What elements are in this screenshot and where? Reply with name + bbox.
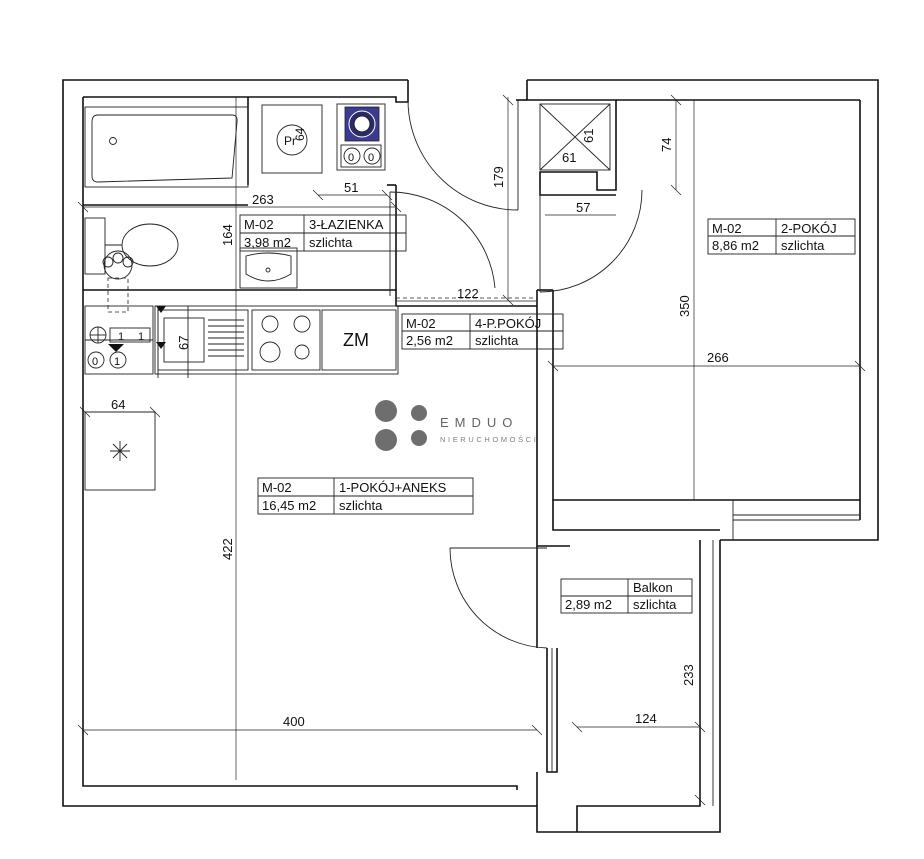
meter-bottom-1: 1 — [114, 356, 120, 368]
dim-room2-74: 74 — [659, 138, 674, 152]
dim-balcony-width: 124 — [635, 711, 657, 726]
logo-dot-icon — [375, 400, 397, 422]
meter-bottom-0: 0 — [92, 356, 98, 368]
room-area: 3,98 m2 — [244, 235, 291, 250]
dim-washer-width: 51 — [344, 180, 358, 195]
room-finish: szlichta — [475, 333, 519, 348]
toilet — [84, 217, 179, 313]
ventilation-shaft — [539, 103, 611, 171]
dim-living-depth: 422 — [220, 538, 235, 560]
room-name: 3-ŁAZIENKA — [309, 217, 384, 232]
room-name: 2-POKÓJ — [781, 221, 837, 236]
doors — [389, 99, 643, 649]
brand-watermark: EMDUO NIERUCHOMOŚCI — [375, 400, 538, 451]
meter-top-1: 1 — [138, 331, 144, 343]
room-area: 2,89 m2 — [565, 597, 612, 612]
dim-shaft: 61 — [562, 150, 576, 165]
valve-0: 0 — [348, 152, 354, 164]
room-code: M-02 — [712, 221, 742, 236]
washer-label: Pr — [284, 134, 296, 148]
dim-door-179: 179 — [491, 166, 506, 188]
room-label-balcony: Balkon 2,89 m2 szlichta — [560, 578, 693, 614]
room-label-living: M-02 1-POKÓJ+ANEKS 16,45 m2 szlichta — [257, 477, 474, 515]
logo-dot-icon — [375, 429, 397, 451]
room-label-room2: M-02 2-POKÓJ 8,86 m2 szlichta — [707, 218, 856, 255]
dim-fridge-depth: 67 — [176, 336, 191, 350]
room-finish: szlichta — [633, 597, 677, 612]
bathtub — [84, 106, 249, 188]
room-finish: szlichta — [309, 235, 353, 250]
room-label-bathroom: M-02 3-ŁAZIENKA 3,98 m2 szlichta — [239, 214, 407, 252]
dimension-labels: 263 51 164 179 61 61 57 74 350 266 122 6… — [111, 129, 729, 729]
dim-cabinet-width: 64 — [111, 397, 125, 412]
room-finish: szlichta — [781, 238, 825, 253]
dim-room2-depth: 350 — [677, 295, 692, 317]
boiler: 0 0 — [336, 103, 386, 171]
walls — [62, 79, 879, 833]
fridge-cabinet — [84, 411, 156, 491]
dim-room2-width: 266 — [707, 350, 729, 365]
room-area: 8,86 m2 — [712, 238, 759, 253]
logo-dot-icon — [411, 430, 427, 446]
room-area: 2,56 m2 — [406, 333, 453, 348]
meter-top-0: 1 — [118, 331, 124, 343]
dim-bath-width: 263 — [252, 192, 274, 207]
dim-shaft-offset: 57 — [576, 200, 590, 215]
stove-label: ZM — [343, 330, 369, 350]
dim-living-width: 400 — [283, 714, 305, 729]
brand-name: EMDUO — [440, 415, 518, 430]
room-label-hallway: M-02 4-P.POKÓJ 2,56 m2 szlichta — [401, 313, 564, 350]
room-code: M-02 — [406, 316, 436, 331]
room-area: 16,45 m2 — [262, 498, 316, 513]
dim-balcony-depth: 233 — [681, 664, 696, 686]
dimension-lines — [77, 94, 866, 806]
room-name: Balkon — [633, 580, 673, 595]
dim-shaft-side: 61 — [581, 129, 596, 143]
room-name: 1-POKÓJ+ANEKS — [339, 480, 447, 495]
room-name: 4-P.POKÓJ — [475, 316, 541, 331]
dim-bath-depth: 164 — [220, 224, 235, 246]
room-code: M-02 — [262, 480, 292, 495]
kitchen-unit: ZM — [154, 305, 399, 378]
washer-dimension: 64 — [293, 127, 307, 141]
room-finish: szlichta — [339, 498, 383, 513]
room-code: M-02 — [244, 217, 274, 232]
brand-tagline: NIERUCHOMOŚCI — [440, 435, 538, 444]
washbasin — [239, 247, 298, 289]
meter-cabinet: 1 1 0 1 — [84, 305, 154, 375]
washing-machine: Pr 64 — [261, 104, 323, 174]
valve-1: 0 — [368, 152, 374, 164]
logo-dot-icon — [411, 405, 427, 421]
dim-hall-width: 122 — [457, 286, 479, 301]
